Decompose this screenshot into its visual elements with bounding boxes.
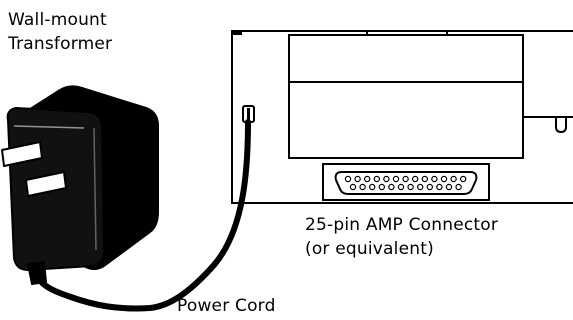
power-cord-label: Power Cord xyxy=(177,296,276,316)
connector-pin xyxy=(369,183,376,191)
transformer-label-line-1: Wall-mount xyxy=(8,10,107,30)
connector-pin xyxy=(440,175,448,183)
connector-pin xyxy=(445,183,453,191)
connector-pin xyxy=(349,183,357,191)
connector-pin xyxy=(450,175,457,183)
connector-label-line-2: (or equivalent) xyxy=(305,239,434,259)
connector-pin xyxy=(359,183,366,191)
cord-strain-relief xyxy=(27,261,47,285)
amp-connector-25pin xyxy=(322,163,490,201)
connector-pin xyxy=(373,175,380,183)
connector-pin xyxy=(407,183,414,191)
connector-pin xyxy=(421,175,428,183)
connector-pin xyxy=(402,175,409,183)
connector-pin xyxy=(460,175,467,183)
connector-pin xyxy=(417,183,424,191)
transformer-label-line-2: Transformer xyxy=(8,34,113,54)
connector-pin xyxy=(431,175,438,183)
connector-pin xyxy=(412,175,419,183)
connector-pin xyxy=(354,175,361,183)
connector-pin xyxy=(364,175,371,183)
plug-prongs xyxy=(1,141,67,197)
wall-mount-transformer xyxy=(1,85,159,285)
latch-hook xyxy=(555,117,567,134)
connector-pin xyxy=(455,183,462,191)
connector-pins-row-2 xyxy=(349,183,462,191)
connector-pin xyxy=(397,183,405,191)
connector-label-line-1: 25-pin AMP Connector xyxy=(305,215,499,235)
connector-pin xyxy=(344,175,352,183)
connector-pin xyxy=(383,175,390,183)
connector-pin xyxy=(388,183,395,191)
connector-pins-row-1 xyxy=(344,175,467,183)
transformer-label: Wall-mount Transformer xyxy=(8,8,112,56)
connector-pin xyxy=(392,175,400,183)
device-back-panel xyxy=(231,30,573,204)
connector-label: 25-pin AMP Connector (or equivalent) xyxy=(305,213,498,261)
power-cord xyxy=(33,119,251,312)
connector-pin xyxy=(426,183,433,191)
connector-pin xyxy=(378,183,385,191)
device-inner-panel xyxy=(288,34,524,159)
connector-pin xyxy=(436,183,443,191)
